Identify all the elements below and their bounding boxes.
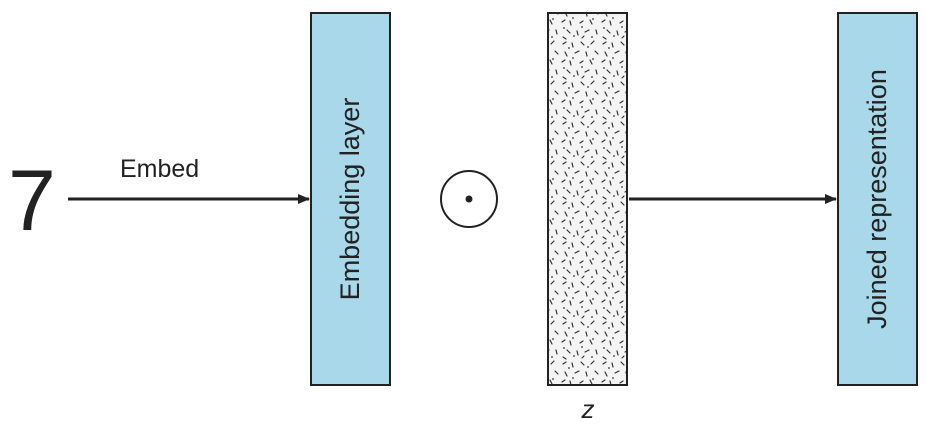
- embedding-layer-box: [310, 12, 391, 386]
- embed-edge-label: Embed: [120, 155, 199, 183]
- embedding-layer-label: Embedding layer: [335, 98, 365, 301]
- input-value: 7: [8, 153, 56, 249]
- noise-vector-label: z: [581, 394, 595, 424]
- noise-vector-box: [547, 12, 628, 386]
- elementwise-product-icon: [440, 170, 498, 228]
- joined-representation-label: Joined representation: [862, 69, 892, 329]
- joined-representation-box: [837, 12, 918, 386]
